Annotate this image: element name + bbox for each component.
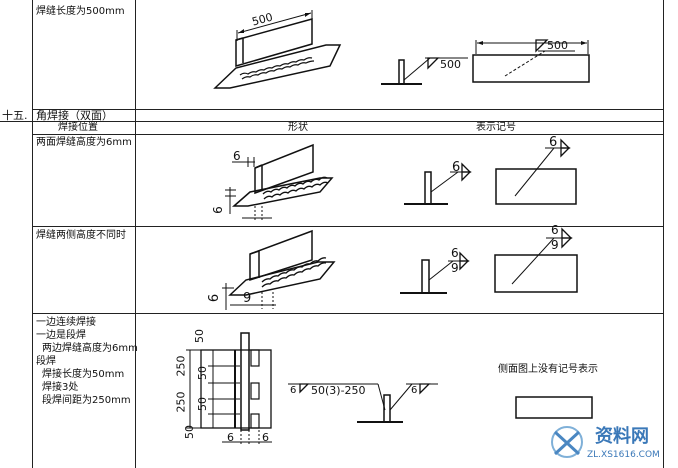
weld-symbol-label: 50(3)-250 [311, 384, 366, 397]
weld-symbol-label: 500 [547, 39, 568, 52]
row-label: 两面焊缝高度为6mm [36, 137, 132, 148]
label-line: 两边焊缝高度为6mm [42, 343, 138, 354]
grid-line [0, 121, 663, 122]
grid-line [32, 109, 663, 110]
column-header-shape: 形状 [288, 122, 308, 133]
note-text: 侧面图上没有记号表示 [498, 364, 598, 375]
weld-symbol-label: 500 [440, 58, 461, 71]
column-header-symbol: 表示记号 [476, 122, 516, 133]
dimension-label: 50 [196, 366, 209, 380]
section-title: 角焊接（双面） [36, 109, 113, 122]
dimension-label: 250 [174, 391, 188, 413]
dimension-label: 50 [183, 425, 196, 439]
label-line: 一边是段焊 [36, 330, 86, 341]
dimension-label: 250 [174, 355, 188, 377]
watermark-logo-icon [551, 426, 583, 458]
weld-symbol-label: 9 [551, 238, 559, 252]
watermark: 资料网 ZL.XS1616.COM [547, 422, 675, 466]
weld-symbol-label: 6 [549, 135, 558, 150]
dimension-label: 50 [193, 329, 206, 343]
label-line: 焊接3处 [42, 382, 79, 393]
weld-symbol-label: 9 [451, 261, 459, 275]
weld-symbol-label: 6 [452, 160, 461, 175]
section-number: 十五. [2, 109, 28, 122]
dimension-label: 50 [196, 397, 209, 411]
label-line: 焊接长度为50mm [42, 369, 125, 380]
grid-line [32, 313, 663, 314]
label-line: 段焊 [36, 356, 56, 367]
row-label: 焊缝长度为500mm [36, 6, 125, 17]
grid-line [32, 134, 663, 135]
dimension-label: 6 [227, 431, 234, 444]
dimension-label: 9 [243, 291, 252, 306]
column-header-position: 焊接位置 [58, 122, 98, 133]
grid-line [32, 226, 663, 227]
watermark-brand: 资料网 [595, 426, 649, 447]
watermark-url: ZL.XS1616.COM [587, 450, 660, 460]
grid-line [135, 0, 136, 468]
row-label: 焊缝两侧高度不同时 [36, 230, 126, 241]
dimension-label: 6 [262, 431, 269, 444]
grid-line [32, 0, 33, 468]
dimension-label: 6 [233, 149, 241, 163]
weld-symbol-label: 6 [551, 223, 559, 237]
label-line: 一边连续焊接 [36, 317, 96, 328]
row-label: 一边连续焊接 一边是段焊 两边焊缝高度为6mm 段焊 焊接长度为50mm 焊接3… [36, 316, 138, 407]
grid-line [663, 0, 664, 468]
weld-symbol-label: 6 [290, 385, 297, 396]
label-line: 段焊间距为250mm [42, 395, 131, 406]
weld-symbol-label: 6 [451, 246, 459, 260]
weld-symbol-label: 6 [411, 385, 418, 396]
